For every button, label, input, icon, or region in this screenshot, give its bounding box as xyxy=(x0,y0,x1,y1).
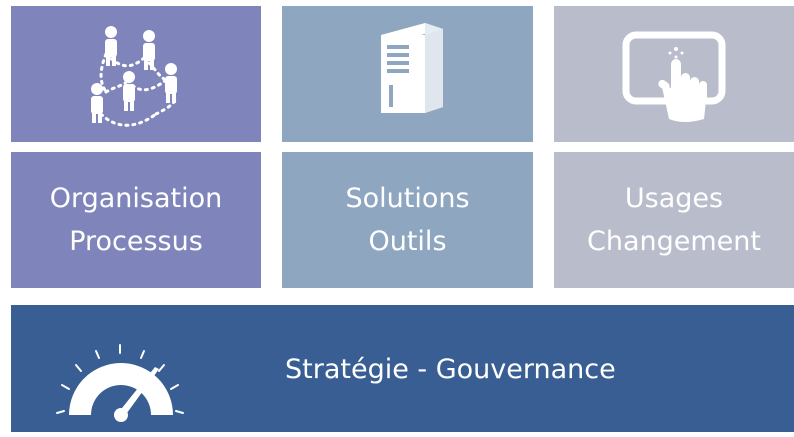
organisation-line-1: Organisation xyxy=(49,183,223,214)
organisation-line-2: Processus xyxy=(69,226,203,257)
speedometer-icon xyxy=(56,344,184,422)
touch-tablet-icon xyxy=(622,31,726,122)
organisation-icon-tile xyxy=(11,6,261,142)
organisation-tile: Organisation Processus xyxy=(11,152,261,288)
solutions-icon-tile xyxy=(282,6,533,142)
usages-line-1: Usages xyxy=(624,183,724,214)
solutions-tile: Solutions Outils xyxy=(282,152,533,288)
strategie-title: Stratégie - Gouvernance xyxy=(285,354,616,385)
usages-line-2: Changement xyxy=(587,226,761,257)
usages-tile: Usages Changement xyxy=(554,152,794,288)
solutions-line-1: Solutions xyxy=(345,183,470,214)
server-tower-icon xyxy=(380,23,443,113)
solutions-line-2: Outils xyxy=(368,226,447,257)
usages-icon-tile xyxy=(554,6,794,142)
strategie-band: Stratégie - Gouvernance xyxy=(11,305,794,432)
people-network-icon xyxy=(91,26,178,127)
